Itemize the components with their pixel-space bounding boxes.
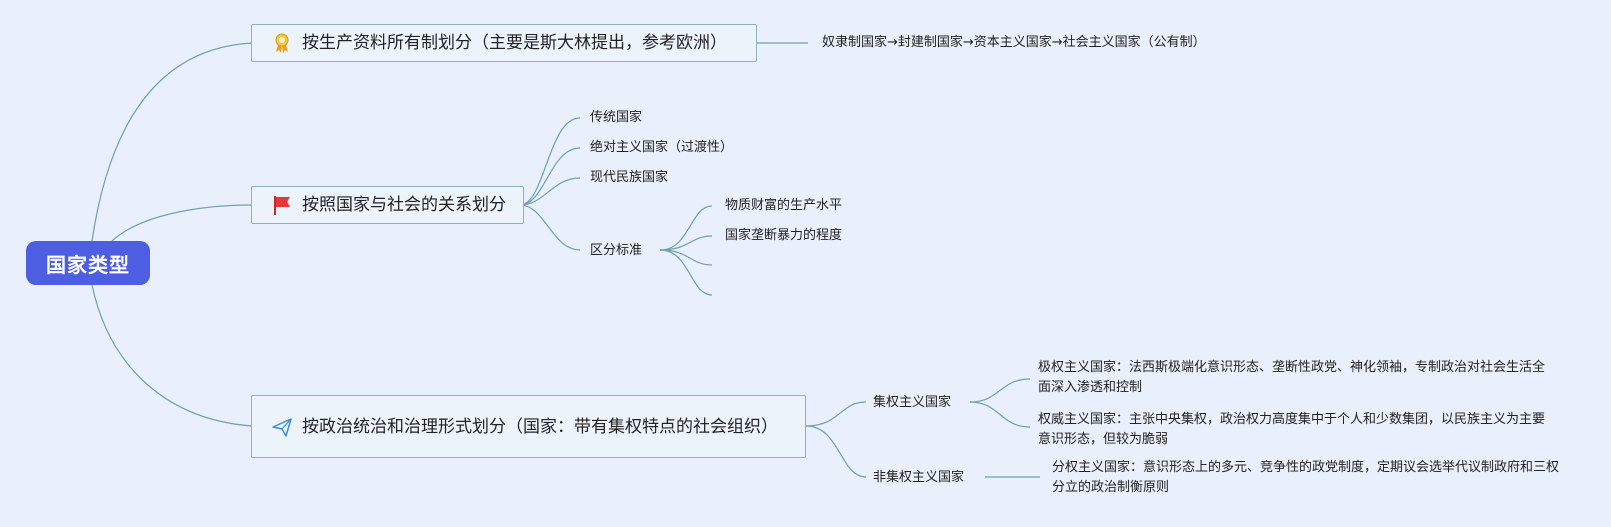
- leaf-traditional-state[interactable]: 传统国家: [590, 108, 642, 128]
- red-flag-icon: [270, 193, 294, 217]
- leaf-decentralized-state[interactable]: 分权主义国家：意识形态上的多元、竞争性的政党制度，定期议会选举代议制政府和三权分…: [1052, 458, 1562, 498]
- leaf-label: 分权主义国家：意识形态上的多元、竞争性的政党制度，定期议会选举代议制政府和三权分…: [1052, 460, 1560, 495]
- branch-node-ownership[interactable]: 按生产资料所有制划分（主要是斯大林提出，参考欧洲）: [251, 24, 757, 62]
- leaf-label: 传统国家: [590, 110, 643, 125]
- branch-label: 按照国家与社会的关系划分: [302, 195, 506, 215]
- node-non-centralized-state[interactable]: 非集权主义国家: [873, 468, 964, 488]
- root-node[interactable]: 国家类型: [26, 241, 150, 285]
- leaf-totalitarian-state[interactable]: 极权主义国家：法西斯极端化意识形态、垄断性政党、神化领袖，专制政治对社会生活全面…: [1038, 358, 1548, 398]
- leaf-modern-nation-state[interactable]: 现代民族国家: [590, 168, 668, 188]
- leaf-label: 物质财富的生产水平: [725, 198, 843, 213]
- branch-node-state-society[interactable]: 按照国家与社会的关系划分: [251, 186, 524, 224]
- leaf-criteria-wealth[interactable]: 物质财富的生产水平: [725, 196, 842, 216]
- leaf-label: 极权主义国家：法西斯极端化意识形态、垄断性政党、神化领袖，专制政治对社会生活全面…: [1038, 360, 1546, 395]
- leaf-criteria-violence[interactable]: 国家垄断暴力的程度: [725, 226, 842, 246]
- leaf-ownership-sequence[interactable]: 奴隶制国家→封建制国家→资本主义国家→社会主义国家（公有制）: [822, 33, 1206, 53]
- node-centralized-state[interactable]: 集权主义国家: [873, 393, 951, 413]
- node-label: 集权主义国家: [873, 395, 952, 410]
- leaf-authoritarian-state[interactable]: 权威主义国家：主张中央集权，政治权力高度集中于个人和少数集团，以民族主义为主要意…: [1038, 410, 1548, 450]
- award-ribbon-icon: [270, 31, 294, 55]
- leaf-label: 权威主义国家：主张中央集权，政治权力高度集中于个人和少数集团，以民族主义为主要意…: [1038, 412, 1546, 447]
- leaf-label: 奴隶制国家→封建制国家→资本主义国家→社会主义国家（公有制）: [822, 35, 1206, 50]
- node-label: 非集权主义国家: [873, 470, 965, 485]
- leaf-absolutist-state[interactable]: 绝对主义国家（过渡性）: [590, 138, 733, 158]
- node-label: 区分标准: [590, 243, 643, 258]
- paper-plane-icon: [270, 415, 294, 439]
- leaf-label: 国家垄断暴力的程度: [725, 228, 843, 243]
- branch-label: 按生产资料所有制划分（主要是斯大林提出，参考欧洲）: [302, 33, 727, 53]
- branch-label: 按政治统治和治理形式划分（国家：带有集权特点的社会组织）: [302, 416, 778, 437]
- leaf-label: 绝对主义国家（过渡性）: [590, 140, 734, 155]
- node-criteria[interactable]: 区分标准: [590, 241, 642, 261]
- root-label: 国家类型: [46, 252, 130, 277]
- leaf-label: 现代民族国家: [590, 170, 669, 185]
- branch-node-governance-form[interactable]: 按政治统治和治理形式划分（国家：带有集权特点的社会组织）: [251, 395, 806, 458]
